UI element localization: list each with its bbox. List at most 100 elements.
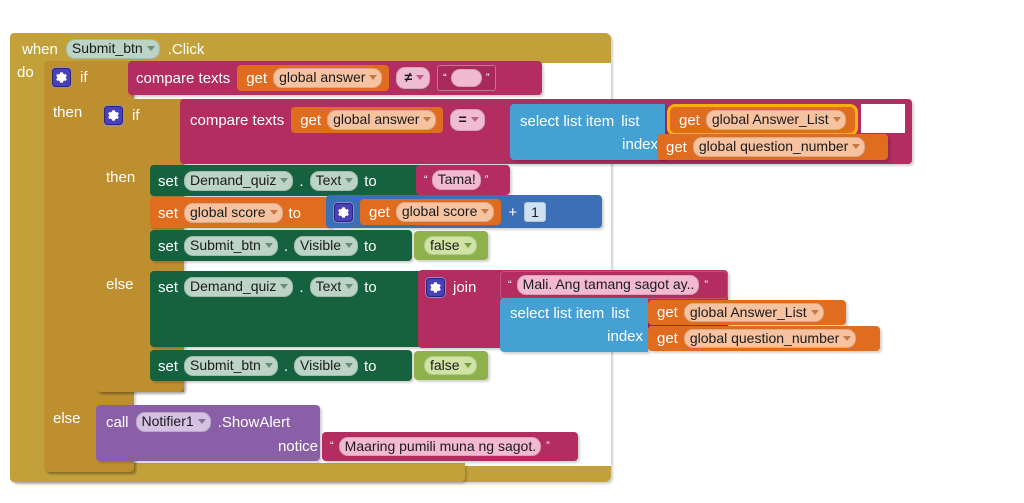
compare-operator-dropdown-neq[interactable]: ≠ <box>396 67 431 89</box>
outer-else-label: else <box>53 410 81 427</box>
gear-icon[interactable] <box>426 277 445 297</box>
inner-then-label: then <box>106 169 136 186</box>
get-label: get <box>679 111 700 129</box>
variable-dropdown[interactable]: global score <box>184 203 283 223</box>
to-label: to <box>364 172 377 190</box>
compare-texts-label: compare texts <box>136 69 231 87</box>
math-operator: + <box>508 203 518 221</box>
quote-open: “ <box>443 71 447 84</box>
component-dropdown[interactable]: Demand_quiz <box>184 171 294 191</box>
to-label: to <box>364 278 377 296</box>
set-demand-quiz-text-row: set Demand_quiz . Text to <box>158 168 423 194</box>
chevron-down-icon <box>832 117 841 122</box>
variable-dropdown[interactable]: global Answer_List <box>683 302 824 323</box>
component-dropdown[interactable]: Demand_quiz <box>184 277 294 297</box>
quote-close: ” <box>485 71 490 84</box>
property-dropdown[interactable]: Text <box>309 277 359 297</box>
component-name: Notifier1 <box>141 413 194 430</box>
inner-else-label: else <box>106 276 134 293</box>
inner-if-then-label-wrap: then <box>106 169 151 189</box>
component-dropdown[interactable]: Notifier1 <box>135 412 211 432</box>
gear-icon[interactable] <box>104 105 123 125</box>
chevron-down-icon <box>280 178 289 183</box>
join-label: join <box>453 278 477 296</box>
get-variable-block-answer-list-selected[interactable]: get global Answer_List <box>670 107 855 133</box>
text-value-field[interactable] <box>450 69 482 87</box>
when-label: when <box>22 40 58 58</box>
number-field[interactable]: 1 <box>524 201 546 223</box>
index-socket-label: index <box>622 135 658 153</box>
variable-dropdown[interactable]: global Answer_List <box>705 110 846 130</box>
select-list-item-block-1[interactable] <box>510 104 665 160</box>
variable-dropdown[interactable]: global question_number <box>683 328 857 349</box>
variable-dropdown[interactable]: global score <box>395 202 495 222</box>
property-dropdown[interactable]: Visible <box>294 356 359 376</box>
to-label: to <box>364 237 377 255</box>
get-variable-block-score[interactable]: get global score <box>360 199 502 225</box>
component-name: Demand_quiz <box>190 278 277 295</box>
variable-dropdown[interactable]: global answer <box>327 110 437 130</box>
compare-texts-inner-row: compare texts get global answer = <box>190 105 520 135</box>
dot-separator: . <box>299 172 304 190</box>
selection-gap-area <box>861 104 905 133</box>
set-label: set <box>158 172 179 190</box>
chevron-down-icon <box>280 284 289 289</box>
chevron-down-icon <box>269 210 278 215</box>
text-block-tama[interactable]: “ Tama! ” <box>416 165 510 195</box>
gear-icon[interactable] <box>334 202 353 222</box>
set-global-score-row: set global score to <box>158 200 338 226</box>
logic-value: false <box>430 236 460 253</box>
event-component-dropdown[interactable]: Submit_btn <box>65 39 160 59</box>
variable-name: global score <box>401 203 478 220</box>
gear-icon[interactable] <box>52 67 71 87</box>
variable-name: global answer <box>333 111 420 128</box>
inner-if-else-label-wrap: else <box>106 276 151 296</box>
logic-false-block-1[interactable]: false <box>414 231 488 260</box>
set-label: set <box>158 237 179 255</box>
get-variable-block-answer-2[interactable]: get global answer <box>291 107 444 133</box>
select-list-item-labels-2: select list item list index <box>510 302 645 348</box>
variable-name: global score <box>190 204 266 221</box>
text-block-maaring[interactable]: “ Maaring pumili muna ng sagot. ” <box>322 432 578 461</box>
select-list-item-block-2[interactable] <box>500 298 648 352</box>
empty-text-block[interactable]: “ ” <box>437 65 496 91</box>
chevron-down-icon <box>345 284 354 289</box>
variable-name: global Answer_List <box>689 303 807 320</box>
quote-open: “ <box>508 278 512 291</box>
text-value-field[interactable]: Tama! <box>431 170 481 190</box>
outer-if-header-row: if <box>52 66 136 88</box>
logic-false-block-2[interactable]: false <box>414 351 488 380</box>
variable-name: global answer <box>279 69 366 86</box>
variable-dropdown[interactable]: global question_number <box>692 137 866 157</box>
compare-operator: = <box>458 111 467 128</box>
variable-dropdown[interactable]: global answer <box>273 68 383 88</box>
get-label: get <box>246 69 268 87</box>
get-variable-block-answer-1[interactable]: get global answer <box>237 65 390 91</box>
component-dropdown[interactable]: Submit_btn <box>184 356 278 376</box>
dot-separator: . <box>299 278 304 296</box>
chevron-down-icon <box>197 419 206 424</box>
get-variable-block-question-number-1[interactable]: get global question_number <box>657 134 888 160</box>
call-label: call <box>106 413 129 431</box>
get-label: get <box>369 203 390 221</box>
set-label: set <box>158 278 179 296</box>
property-dropdown[interactable]: Visible <box>294 236 359 256</box>
dot-separator: . <box>283 357 289 375</box>
get-variable-block-question-number-2[interactable]: get global question_number <box>648 326 880 351</box>
text-block-mali[interactable]: “ Mali. Ang tamang sagot ay.. ” <box>500 271 728 299</box>
property-dropdown[interactable]: Text <box>309 171 359 191</box>
outer-then-label: then <box>53 104 83 121</box>
dot-separator: . <box>283 237 289 255</box>
text-value-field[interactable]: Mali. Ang tamang sagot ay.. <box>516 275 700 295</box>
chevron-down-icon <box>481 209 490 214</box>
text-value-field[interactable]: Maaring pumili muna ng sagot. <box>338 436 542 457</box>
get-label: get <box>657 330 678 347</box>
logic-value-dropdown[interactable]: false <box>424 355 477 376</box>
get-variable-block-answer-list-2[interactable]: get global Answer_List <box>648 300 846 325</box>
property-name: Visible <box>300 357 342 374</box>
logic-value-dropdown[interactable]: false <box>424 235 477 256</box>
compare-operator-dropdown-eq[interactable]: = <box>450 109 485 131</box>
compare-operator: ≠ <box>404 69 413 86</box>
index-socket-label: index <box>607 328 643 345</box>
component-dropdown[interactable]: Submit_btn <box>184 236 278 256</box>
